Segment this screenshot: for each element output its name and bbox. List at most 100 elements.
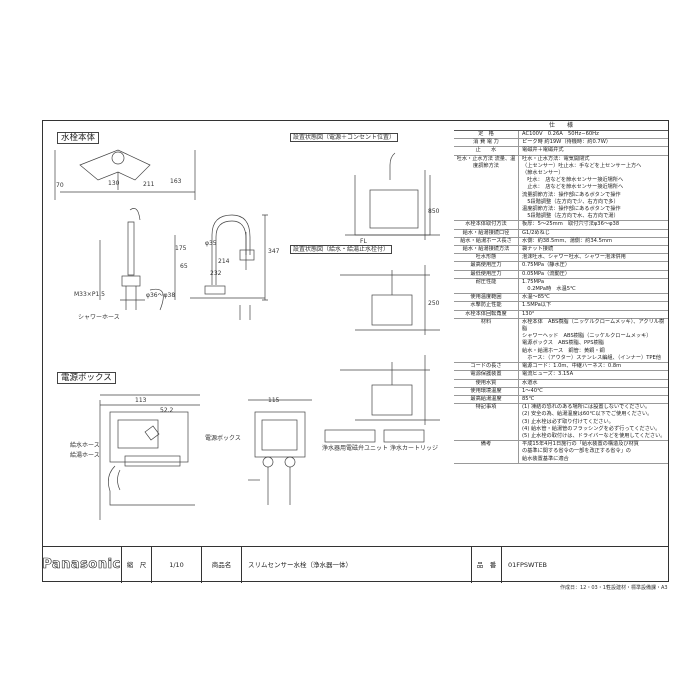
spec-value: ピーク時 約19W（待機時：約0.7W） bbox=[522, 139, 612, 146]
spec-key: 備考 bbox=[454, 441, 519, 463]
scale-label: 縮 尺 bbox=[122, 547, 152, 583]
faucet-column bbox=[127, 221, 135, 276]
spec-key: 水撃防止性能 bbox=[454, 302, 519, 310]
spec-row: 吐水形態泡沫吐水、シャワー吐水、シャワー泡沫併用 bbox=[454, 254, 668, 263]
spec-key: 最低使用圧力 bbox=[454, 270, 519, 278]
spec-value: 1〜40℃ bbox=[522, 387, 543, 394]
dim-label: 65 bbox=[180, 263, 188, 270]
spec-row: 吐水・止水方法 流量、温度調節方法吐水・止水方法：電気開閉式 （上センサー）吐止… bbox=[454, 155, 668, 222]
spec-key: 材料 bbox=[454, 318, 519, 363]
scale-value: 1/10 bbox=[152, 547, 202, 583]
spec-key: 止 水 bbox=[454, 147, 519, 155]
spec-key: 吐水・止水方法 流量、温度調節方法 bbox=[454, 155, 519, 221]
spec-key: 水栓本体回転角度 bbox=[454, 310, 519, 318]
spec-row: 給水・給湯接続方法袋ナット接続 bbox=[454, 246, 668, 255]
section-title-install-1: 設置状態図（電源＋コンセント位置） bbox=[290, 133, 399, 142]
spec-value: (1) 凍結の恐れのある場所には設置しないでください。 (2) 安全の為、給湯温… bbox=[522, 404, 666, 439]
section-title-faucet-body: 水栓本体 bbox=[57, 132, 100, 144]
spec-value: 水温〜85℃ bbox=[522, 294, 550, 301]
spec-row: 使用水質水道水 bbox=[454, 379, 668, 388]
spec-key: 最高給湯温度 bbox=[454, 395, 519, 404]
dim-label: φ35 bbox=[205, 240, 217, 247]
spec-value: 平成15年4月1日施行の「給水装置の構造及び材質 の基準に関する省令の一部を改正… bbox=[522, 441, 639, 462]
footer-date: 作成日：12・03・17 bbox=[560, 585, 610, 591]
dim-label: 347 bbox=[268, 248, 280, 255]
spec-key: 最高使用圧力 bbox=[454, 262, 519, 270]
spec-key: 給水・給湯接続方法 bbox=[454, 246, 519, 254]
faucet-top-view bbox=[79, 149, 151, 181]
spec-row: 水栓本体取付方法板厚：5〜25mm 取付穴寸法φ36〜φ38 bbox=[454, 221, 668, 230]
spec-key: コードの長さ bbox=[454, 363, 519, 371]
title-block: Panasonic 縮 尺 1/10 商品名 スリムセンサー水栓（浄水器一体） … bbox=[42, 546, 669, 583]
dim-label: 232 bbox=[210, 270, 222, 277]
model-value: 01FPSWTEB bbox=[508, 561, 548, 569]
spec-value: 板厚：5〜25mm 取付穴寸法φ36〜φ38 bbox=[522, 221, 620, 228]
spec-value: 水栓本体 ABS樹脂（ニッケルクロームメッキ）、アクリル樹脂 シャワーヘッド A… bbox=[522, 318, 665, 361]
spec-key: 電源保護装置 bbox=[454, 371, 519, 379]
spec-row: コードの長さ電源コード：1.0m、中継ハーネス：0.8m bbox=[454, 363, 668, 372]
dim-label: 52.2 bbox=[160, 407, 174, 414]
drawing-sheet bbox=[42, 120, 669, 582]
spec-value: 電源コード：1.0m、中継ハーネス：0.8m bbox=[522, 363, 622, 370]
product-name-value: スリムセンサー水栓（浄水器一体） bbox=[242, 547, 472, 583]
brand-logo-cell: Panasonic bbox=[42, 547, 122, 583]
label-hot-hose: 給湯ホース bbox=[70, 452, 100, 459]
dim-label: 130 bbox=[108, 180, 120, 187]
product-name-label: 商品名 bbox=[202, 547, 242, 583]
spec-value: 85℃ bbox=[522, 395, 535, 402]
dim-label: 70 bbox=[56, 182, 64, 189]
spec-key: 使用環境温度 bbox=[454, 387, 519, 395]
dim-label: 850 bbox=[428, 208, 440, 215]
spec-value: 泡沫吐水、シャワー吐水、シャワー泡沫併用 bbox=[522, 254, 626, 261]
dim-label: M33×P1.5 bbox=[74, 291, 105, 298]
spec-value: 袋ナット接続 bbox=[522, 246, 554, 253]
spec-value: 水側：約38.5mm、湯側：約34.5mm bbox=[522, 237, 613, 244]
label-shower-hose: シャワーホース bbox=[78, 314, 120, 321]
spec-value: AC100V 0.26A 50Hz−60Hz bbox=[522, 131, 599, 137]
spec-row: 給水・給湯ホース長さ水側：約38.5mm、湯側：約34.5mm bbox=[454, 237, 668, 247]
spec-key: 特記事項 bbox=[454, 404, 519, 441]
spec-value: G1/2めねじ bbox=[522, 229, 550, 236]
dim-label: 175 bbox=[175, 245, 187, 252]
spec-row: 止 水電磁弁＋電磁弁式 bbox=[454, 147, 668, 156]
label-fl: FL bbox=[360, 238, 367, 245]
spec-value: 1.5MPa以下 bbox=[522, 302, 552, 309]
label-supply-hose: 給水ホース bbox=[70, 442, 100, 449]
spec-key: 給水・給湯ホース長さ bbox=[454, 237, 519, 246]
spec-row: 特記事項(1) 凍結の恐れのある場所には設置しないでください。 (2) 安全の為… bbox=[454, 404, 668, 442]
spec-value: 電磁弁＋電磁弁式 bbox=[522, 147, 564, 154]
model-label: 品 番 bbox=[472, 547, 502, 583]
spec-value: 水道水 bbox=[522, 379, 538, 386]
label-filter-unit: 浄水器用電磁弁ユニット bbox=[322, 445, 389, 452]
dim-label: 163 bbox=[170, 178, 182, 185]
spec-key: 使用温度範囲 bbox=[454, 294, 519, 302]
dim-label: φ36〜φ38 bbox=[146, 292, 176, 299]
spec-key: 使用水質 bbox=[454, 379, 519, 387]
dim-label: 113 bbox=[135, 397, 147, 404]
spec-key: 定 格 bbox=[454, 131, 519, 139]
dim-label: 211 bbox=[143, 181, 155, 188]
spec-header: 仕 様 bbox=[454, 122, 668, 131]
spec-row: 消 費 電 力ピーク時 約19W（待機時：約0.7W） bbox=[454, 139, 668, 148]
spec-value: 1.75MPa 0.2MPa時 水温5℃ bbox=[522, 278, 576, 293]
dim-label: 214 bbox=[218, 258, 230, 265]
spec-row: 使用温度範囲水温〜85℃ bbox=[454, 294, 668, 303]
spec-value: 0.75MPa（静水圧） bbox=[522, 262, 571, 269]
spec-row: 電源保護装置電流ヒューズ：3.15A bbox=[454, 371, 668, 380]
section-title-power-box: 電源ボックス bbox=[57, 372, 116, 384]
power-box-front bbox=[109, 411, 189, 463]
footer-note: 住設建材・標準設備課・A3 bbox=[606, 585, 668, 591]
dim-label: 250 bbox=[428, 300, 440, 307]
spec-key: 給水・給湯接続口径 bbox=[454, 229, 519, 237]
spec-key: 吐水形態 bbox=[454, 254, 519, 262]
spec-row: 備考平成15年4月1日施行の「給水装置の構造及び材質 の基準に関する省令の一部を… bbox=[454, 441, 668, 464]
spec-row: 材料水栓本体 ABS樹脂（ニッケルクロームメッキ）、アクリル樹脂 シャワーヘッド… bbox=[454, 318, 668, 364]
